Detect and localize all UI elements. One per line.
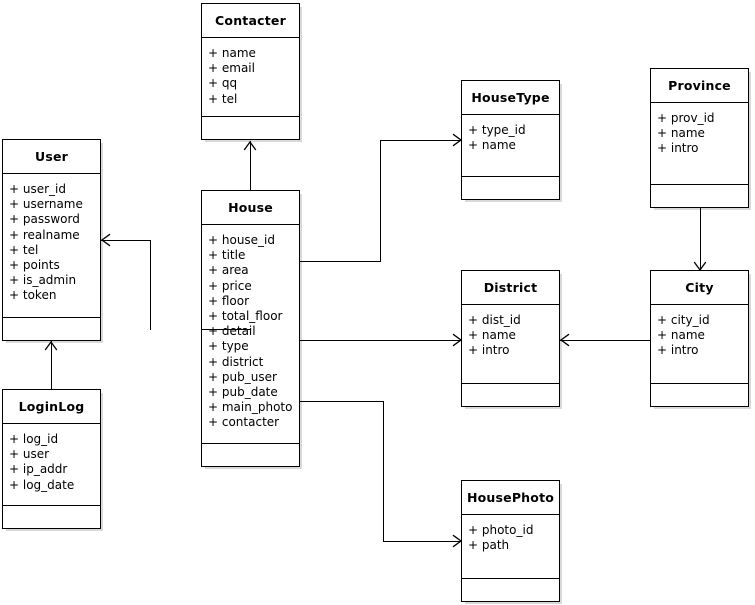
connector-segment	[380, 140, 461, 141]
attribute-row: + email	[208, 61, 255, 76]
attribute-row: + floor	[208, 293, 250, 308]
class-methods-province	[651, 185, 748, 207]
attribute-row: + username	[9, 197, 83, 212]
attribute-row: + pub_date	[208, 385, 278, 400]
attribute-row: + house_id	[208, 233, 276, 247]
attribute-row: + district	[208, 354, 264, 369]
class-box-loginlog[interactable]: LoginLog + log_id + user + ip_addr + log…	[2, 389, 101, 529]
connector-segment	[300, 340, 461, 341]
attribute-row: + ip_addr	[9, 462, 68, 477]
attribute-row: + total_floor	[208, 309, 283, 324]
class-attributes-user: + user_id + username + password + realna…	[3, 174, 100, 318]
attribute-row: + tel	[208, 91, 238, 106]
connector-segment	[250, 141, 251, 191]
attribute-row: + main_photo	[208, 400, 293, 415]
attribute-row: + user	[9, 447, 50, 462]
connector-segment	[101, 240, 151, 241]
attribute-row: + intro	[657, 141, 699, 156]
connector-segment	[201, 329, 251, 330]
class-box-contacter[interactable]: Contacter + name + email + qq + tel	[201, 3, 300, 140]
attribute-row: + type	[208, 339, 249, 354]
class-title-housephoto: HousePhoto	[462, 481, 559, 515]
class-methods-housephoto	[462, 579, 559, 601]
connector-segment	[150, 240, 151, 330]
class-methods-city	[651, 384, 748, 406]
connector-segment	[700, 208, 701, 270]
connector-segment	[383, 541, 461, 542]
class-box-city[interactable]: City + city_id + name + intro	[650, 270, 749, 407]
attribute-row: + name	[657, 126, 705, 141]
class-methods-housetype	[462, 177, 559, 199]
class-box-housetype[interactable]: HouseType + type_id + name	[461, 80, 560, 200]
attribute-row: + log_id	[9, 432, 59, 446]
attribute-row: + detail	[208, 324, 256, 339]
attribute-row: + intro	[657, 343, 699, 358]
class-title-province: Province	[651, 69, 748, 103]
class-methods-house	[202, 444, 299, 466]
connector-segment	[380, 140, 381, 262]
class-title-housetype: HouseType	[462, 81, 559, 115]
class-title-district: District	[462, 271, 559, 305]
attribute-row: + title	[208, 248, 246, 263]
class-attributes-city: + city_id + name + intro	[651, 305, 748, 384]
attribute-row: + name	[657, 328, 705, 343]
attribute-row: + points	[9, 258, 60, 273]
class-attributes-housephoto: + photo_id + path	[462, 515, 559, 579]
class-attributes-province: + prov_id + name + intro	[651, 103, 748, 185]
class-box-housephoto[interactable]: HousePhoto + photo_id + path	[461, 480, 560, 602]
class-title-house: House	[202, 191, 299, 225]
class-box-user[interactable]: User + user_id + username + password + r…	[2, 139, 101, 341]
connector-segment	[560, 340, 650, 341]
class-methods-loginlog	[3, 506, 100, 528]
class-methods-district	[462, 384, 559, 406]
attribute-row: + qq	[208, 76, 238, 91]
class-title-loginlog: LoginLog	[3, 390, 100, 424]
attribute-row: + price	[208, 278, 252, 293]
class-box-province[interactable]: Province + prov_id + name + intro	[650, 68, 749, 208]
attribute-row: + path	[468, 538, 510, 553]
attribute-row: + pub_user	[208, 369, 277, 384]
attribute-row: + name	[468, 138, 516, 153]
attribute-row: + password	[9, 212, 80, 227]
class-attributes-loginlog: + log_id + user + ip_addr + log_date	[3, 424, 100, 506]
attribute-row: + photo_id	[468, 523, 534, 537]
attribute-row: + intro	[468, 343, 510, 358]
attribute-row: + user_id	[9, 182, 66, 196]
attribute-row: + dist_id	[468, 313, 521, 327]
attribute-row: + name	[208, 46, 256, 60]
attribute-row: + token	[9, 288, 57, 303]
connector-segment	[383, 401, 384, 541]
class-title-contacter: Contacter	[202, 4, 299, 38]
attribute-row: + type_id	[468, 123, 526, 137]
class-title-user: User	[3, 140, 100, 174]
class-title-city: City	[651, 271, 748, 305]
class-box-district[interactable]: District + dist_id + name + intro	[461, 270, 560, 407]
attribute-row: + area	[208, 263, 249, 278]
attribute-row: + city_id	[657, 313, 710, 327]
class-box-house[interactable]: House + house_id + title + area + price …	[201, 190, 300, 467]
attribute-row: + name	[468, 328, 516, 343]
connector-segment	[51, 341, 52, 389]
connector-segment	[300, 401, 384, 402]
attribute-row: + tel	[9, 242, 39, 257]
class-attributes-district: + dist_id + name + intro	[462, 305, 559, 384]
class-attributes-contacter: + name + email + qq + tel	[202, 38, 299, 117]
attribute-row: + contacter	[208, 415, 280, 430]
class-methods-user	[3, 318, 100, 340]
attribute-row: + realname	[9, 227, 80, 242]
class-attributes-housetype: + type_id + name	[462, 115, 559, 177]
attribute-row: + prov_id	[657, 111, 715, 125]
attribute-row: + is_admin	[9, 273, 77, 288]
class-methods-contacter	[202, 117, 299, 139]
class-attributes-house: + house_id + title + area + price + floo…	[202, 225, 299, 444]
connector-segment	[300, 261, 381, 262]
attribute-row: + log_date	[9, 477, 75, 492]
